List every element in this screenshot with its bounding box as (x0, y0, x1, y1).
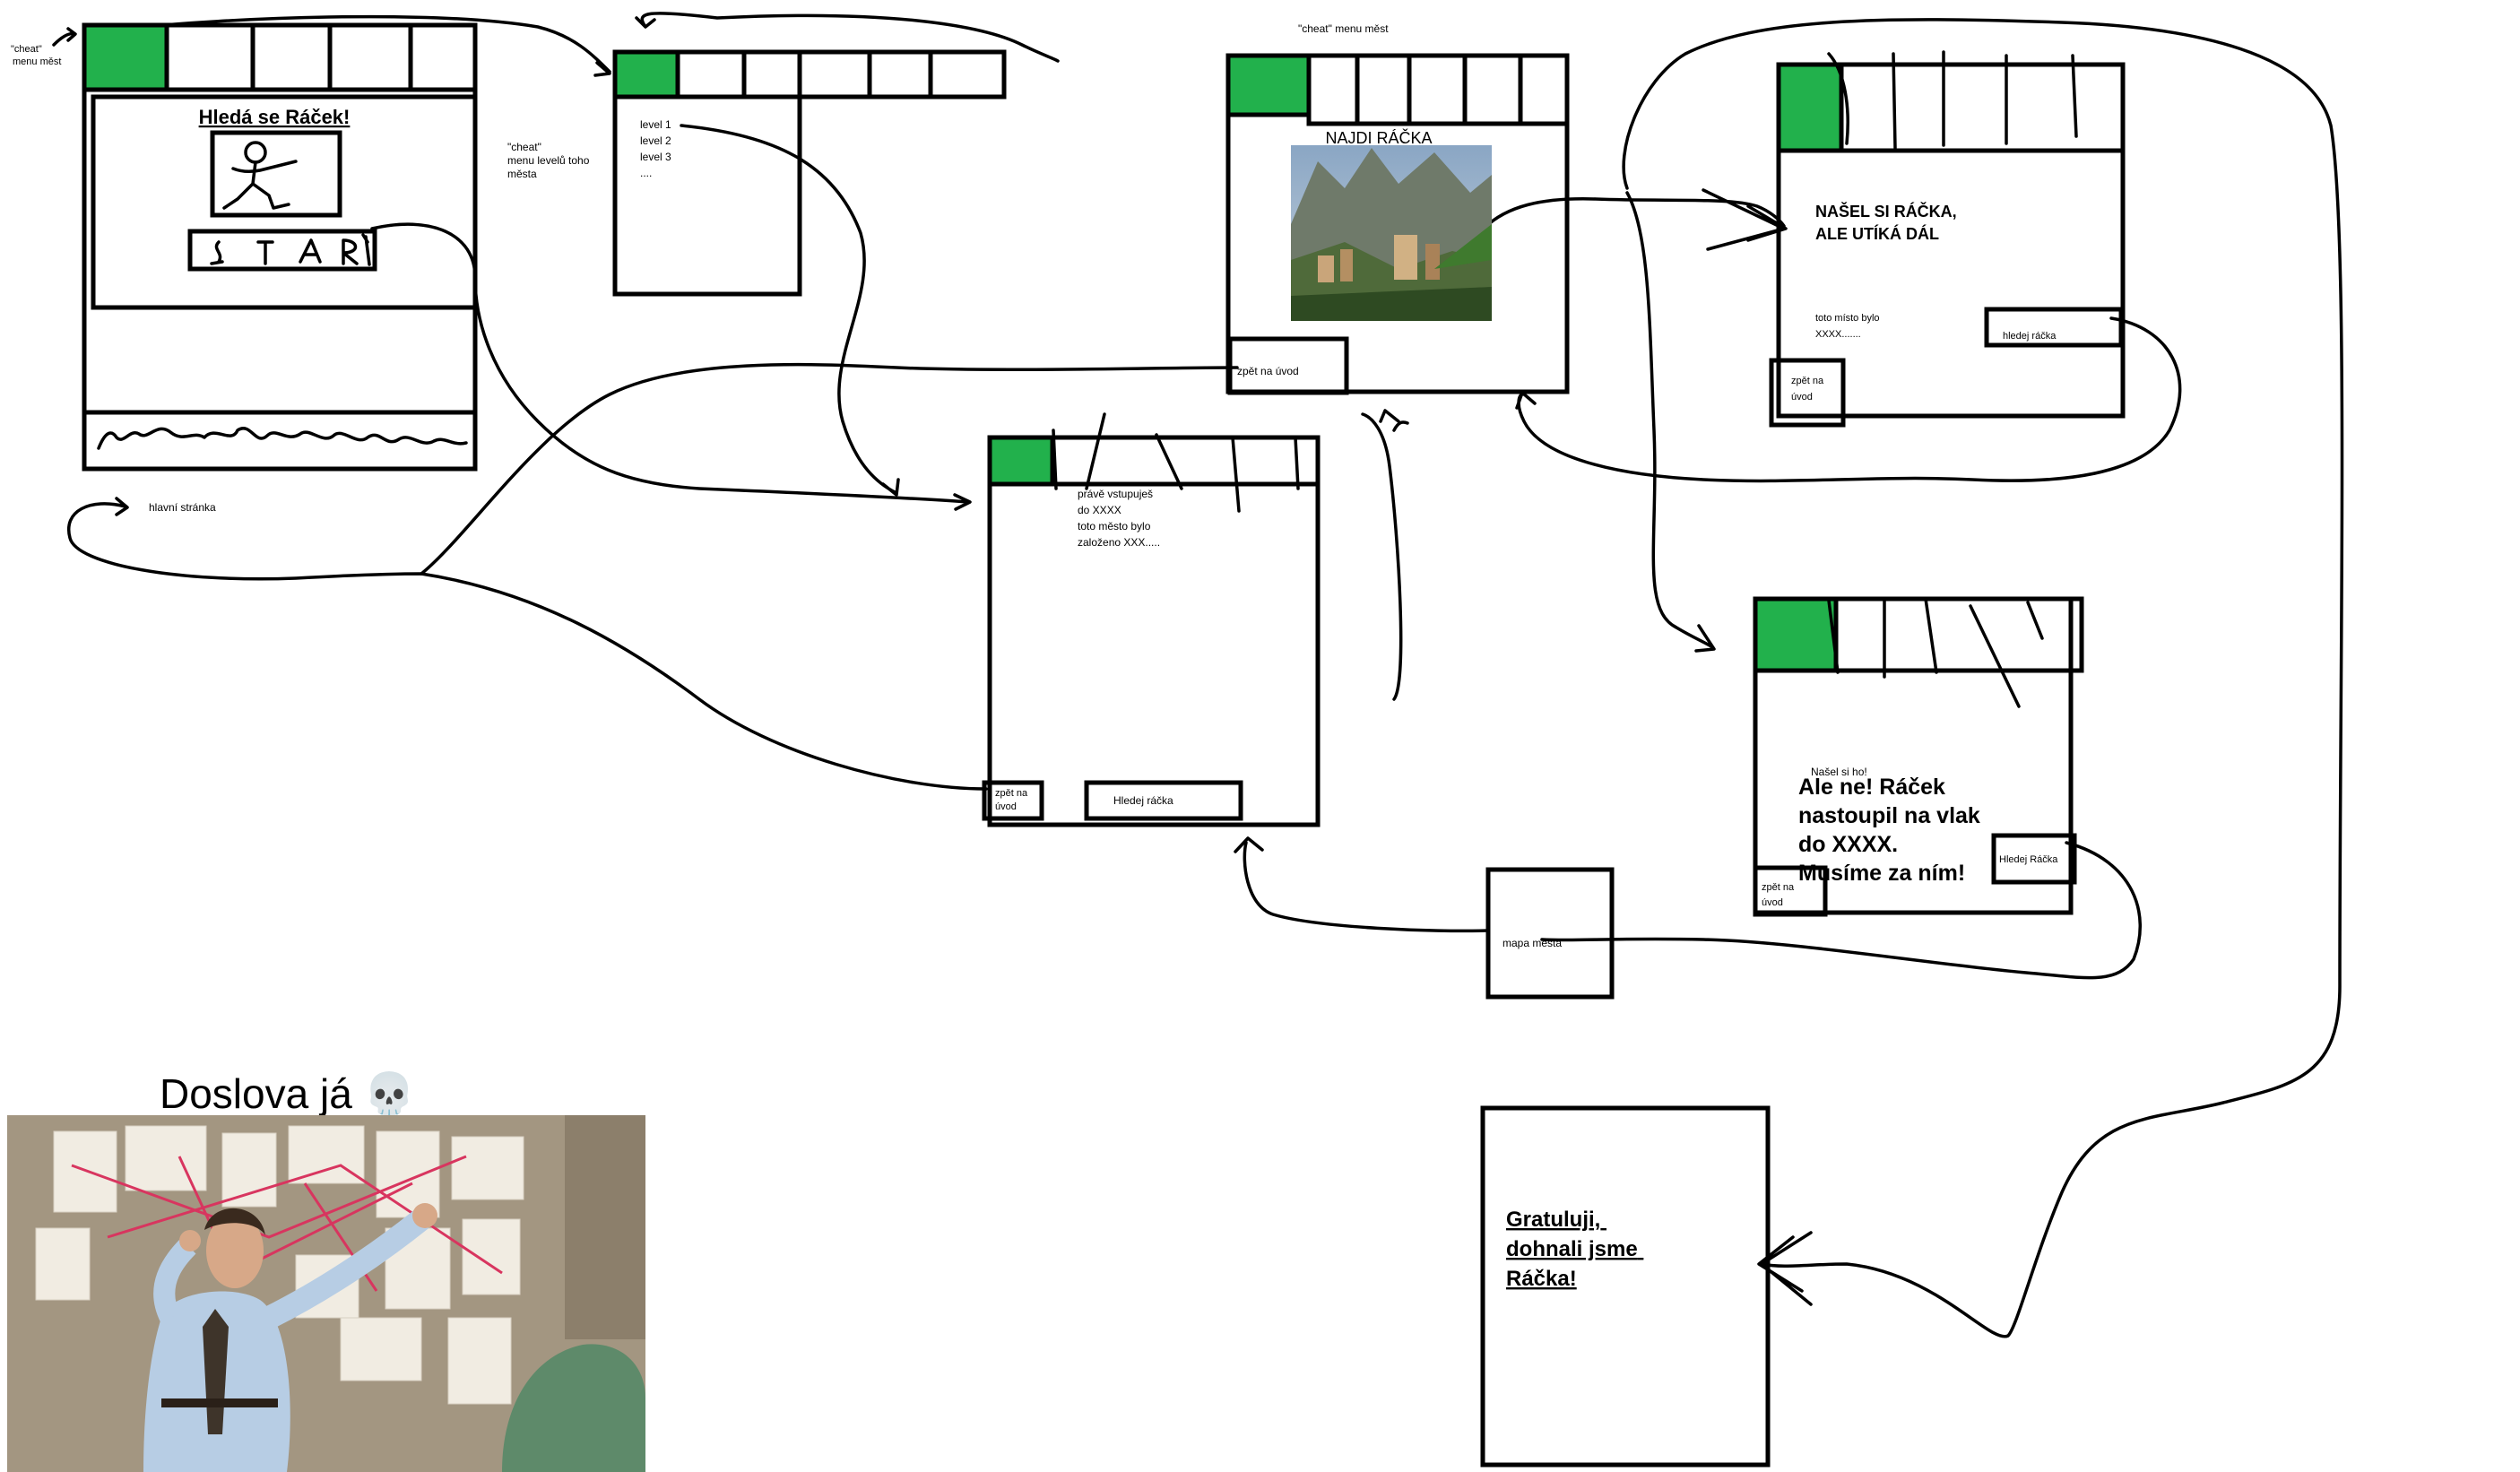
find-tab-3[interactable] (1407, 53, 1468, 126)
found-train-tab-accent (1753, 596, 1839, 673)
level-item-1[interactable]: level 1 (640, 118, 671, 131)
find-page-wireframe: "cheat" menu měst NAJDI RÁČKA zpět na úv… (1225, 22, 1570, 395)
levels-cheat-label: "cheat" menu levelů toho města (507, 141, 593, 180)
main-page-wireframe: Hledá se Ráček! hlavní stránka "cheat" m… (11, 22, 478, 514)
congrats-page (1480, 1105, 1771, 1468)
tab-city-4[interactable] (408, 22, 478, 92)
city-map-box[interactable] (1485, 867, 1615, 1000)
levels-tab-4[interactable] (867, 49, 933, 100)
svg-text:Hledej Ráčka: Hledej Ráčka (1999, 854, 2058, 865)
find-tab-4[interactable] (1462, 53, 1523, 126)
found-train-back-button[interactable] (1753, 865, 1828, 917)
footer-scribble (97, 427, 468, 450)
meme-caption: Doslova já 💀 (160, 1070, 415, 1118)
city-intro-tab-accent (987, 435, 1055, 487)
tab-home-accent (82, 22, 169, 92)
find-back-label: zpět na úvod (1237, 365, 1299, 377)
levels-tab-5[interactable] (928, 49, 1007, 100)
levels-tab-1[interactable] (675, 49, 747, 100)
find-cheat-label: "cheat" menu měst (1298, 22, 1389, 35)
congrats-message: Gratuluji, dohnali jsme Ráčka! (1506, 1208, 1643, 1291)
city-intro-back-button[interactable] (982, 780, 1044, 821)
footer-bar (82, 410, 478, 472)
stickman-icon (222, 141, 298, 210)
svg-text:hledej ráčka: hledej ráčka (2003, 331, 2057, 342)
city-intro-search-label: Hledej ráčka (1113, 794, 1173, 807)
find-tab-5[interactable] (1518, 53, 1570, 126)
city-photo (1291, 145, 1492, 321)
meme-photo (7, 1115, 645, 1472)
main-cheat-label: "cheat" menu měst (11, 44, 61, 67)
find-tab-1[interactable] (1306, 53, 1360, 126)
city-intro-search-button[interactable] (1084, 780, 1243, 821)
stickman-image (210, 130, 342, 218)
city-map-label: mapa města (1502, 937, 1562, 949)
found-runs-tab-accent (1776, 62, 1844, 153)
congrats-wireframe: Gratuluji, dohnali jsme Ráčka! (1480, 1105, 1771, 1468)
levels-tab-3[interactable] (797, 49, 872, 100)
find-image-title: NAJDI RÁČKA (1325, 128, 1432, 147)
tab-city-2[interactable] (250, 22, 333, 92)
tab-city-3[interactable] (327, 22, 413, 92)
found-train-small-heading: Našel si ho! (1811, 766, 1867, 778)
svg-text:zpět na úvod: zpět na úvod (995, 788, 1030, 812)
found-runs-wireframe: NAŠEL SI RÁČKA, ALE UTÍKÁ DÁL toto místo… (1769, 50, 2126, 428)
found-runs-back-button[interactable] (1769, 358, 1846, 428)
level-item-2[interactable]: level 2 (640, 134, 671, 147)
svg-text:zpět na úvod: zpět na úvod (1791, 376, 1826, 403)
levels-dropdown (612, 94, 802, 297)
found-runs-headline: NAŠEL SI RÁČKA, ALE UTÍKÁ DÁL (1815, 202, 1961, 243)
svg-text:zpět na úvod: zpět na úvod (1762, 882, 1797, 908)
level-item-more[interactable]: .... (640, 167, 652, 179)
city-intro-wireframe: právě vstupuješ do XXXX toto město bylo … (982, 412, 1321, 827)
found-runs-search-button[interactable] (1984, 307, 2124, 348)
level-item-3[interactable]: level 3 (640, 151, 671, 163)
find-back-button[interactable] (1227, 336, 1349, 395)
levels-tab-accent (612, 49, 680, 100)
meme-man (143, 1203, 437, 1472)
meme: Doslova já 💀 (7, 1070, 645, 1472)
found-train-search-button[interactable] (1991, 833, 2077, 885)
main-title: Hledá se Ráček! (199, 106, 351, 128)
levels-menu-wireframe: level 1 level 2 level 3 .... "cheat" men… (507, 49, 1007, 297)
find-tab-2[interactable] (1355, 53, 1412, 126)
start-button[interactable] (187, 229, 377, 272)
levels-tab-2[interactable] (741, 49, 802, 100)
main-page-caption: hlavní stránka (149, 501, 216, 514)
connectors (52, 12, 2344, 1338)
start-scribble (210, 233, 371, 266)
found-runs-place-text: toto místo bylo XXXX....... (1815, 313, 1883, 340)
tab-city-1[interactable] (164, 22, 255, 92)
city-map-wireframe: mapa města (1485, 867, 1615, 1000)
city-intro-text: právě vstupuješ do XXXX toto město bylo … (1078, 488, 1160, 549)
find-tab-accent (1225, 53, 1312, 117)
found-train-wireframe: Našel si ho! Ale ne! Ráček nastoupil na … (1753, 596, 2084, 917)
